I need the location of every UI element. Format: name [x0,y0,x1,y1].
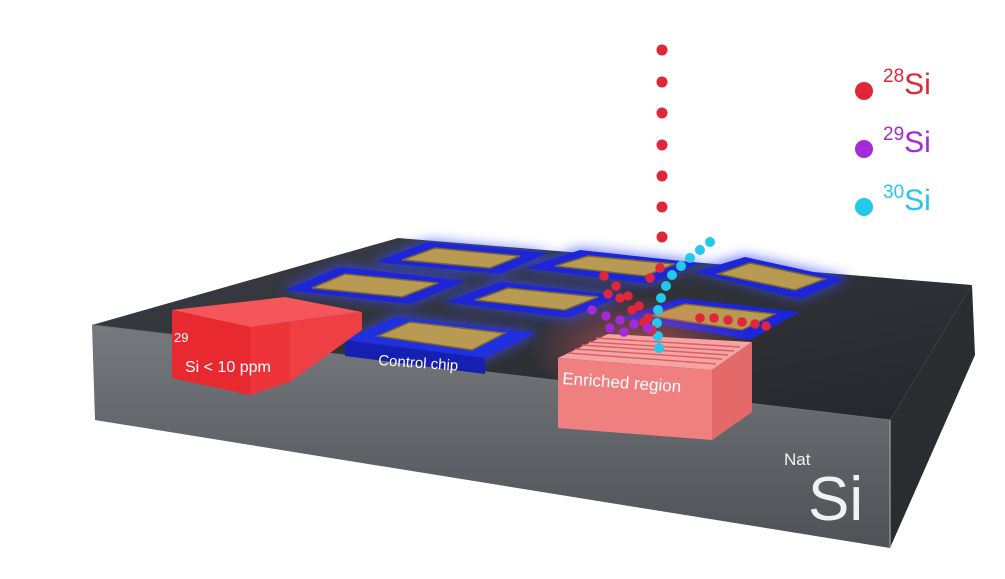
si30-particle [654,343,664,353]
si28-particle [723,315,733,325]
si28-particle [615,293,625,303]
si30-particle [676,261,686,271]
si30-particle [695,245,705,255]
ion-beams [587,44,771,353]
si28-particle [656,76,668,88]
si30-particle [653,331,663,341]
si28-particle [603,289,613,299]
si30-particle [656,293,666,303]
si30-particle [652,318,662,328]
pad [474,287,599,311]
pad [401,247,521,269]
si28-particle [695,313,705,323]
si30-particle [685,253,695,263]
enriched-region-block [530,295,752,440]
pad [554,255,676,277]
si29-particle [601,311,611,321]
si30-particle [661,281,671,291]
pad [375,321,508,351]
si28-particle [656,107,668,119]
si28-particle [599,271,609,281]
depleted-label: Si < 10 ppm [185,359,271,376]
si30-dot-icon [855,198,873,216]
si29-particle [643,323,653,333]
si28-particle [656,201,668,213]
si29-particle [629,319,639,329]
si28-dot-icon [855,82,873,100]
si28-particle [761,321,771,331]
si29-dot-icon [855,140,873,158]
substrate-mass-label: Nat [784,450,811,469]
si28-particle [623,291,633,301]
si28-particle [750,319,760,329]
si28-particle [656,44,668,56]
si28-particle [634,301,644,311]
legend-item-si29: 29Si [855,124,931,162]
control-chip-array [280,240,850,374]
legend-label-si28: 28Si [883,66,931,101]
si29-particle [619,327,629,337]
si30-particle [667,270,677,280]
legend-label-si30: 30Si [883,182,931,217]
si28-particle [709,313,719,323]
si30-particle [653,305,663,315]
si29-particle [605,323,615,333]
legend-label-si29: 29Si [883,124,931,159]
pad [715,262,828,291]
si28-particle [645,273,655,283]
si28-particle [737,317,747,327]
control-chip-label: Control chip [378,352,459,375]
chip-front-left-side [345,340,485,374]
depleted-block [172,297,362,395]
si28-particle [656,231,668,243]
pad [311,273,439,298]
si28-particle [627,305,637,315]
si28-particle [655,263,665,273]
depleted-mass-label: 29 [174,330,188,345]
substrate-right-face [890,285,975,548]
si28-particle [656,170,668,182]
si29-particle [615,315,625,325]
si30-particle [705,237,715,247]
legend-item-si28: 28Si [855,66,931,104]
si28-particle [611,281,621,291]
legend-item-si30: 30Si [855,182,931,220]
si29-particle [587,305,597,315]
substrate-element-label: Si [808,465,863,534]
si28-particle [656,139,668,151]
